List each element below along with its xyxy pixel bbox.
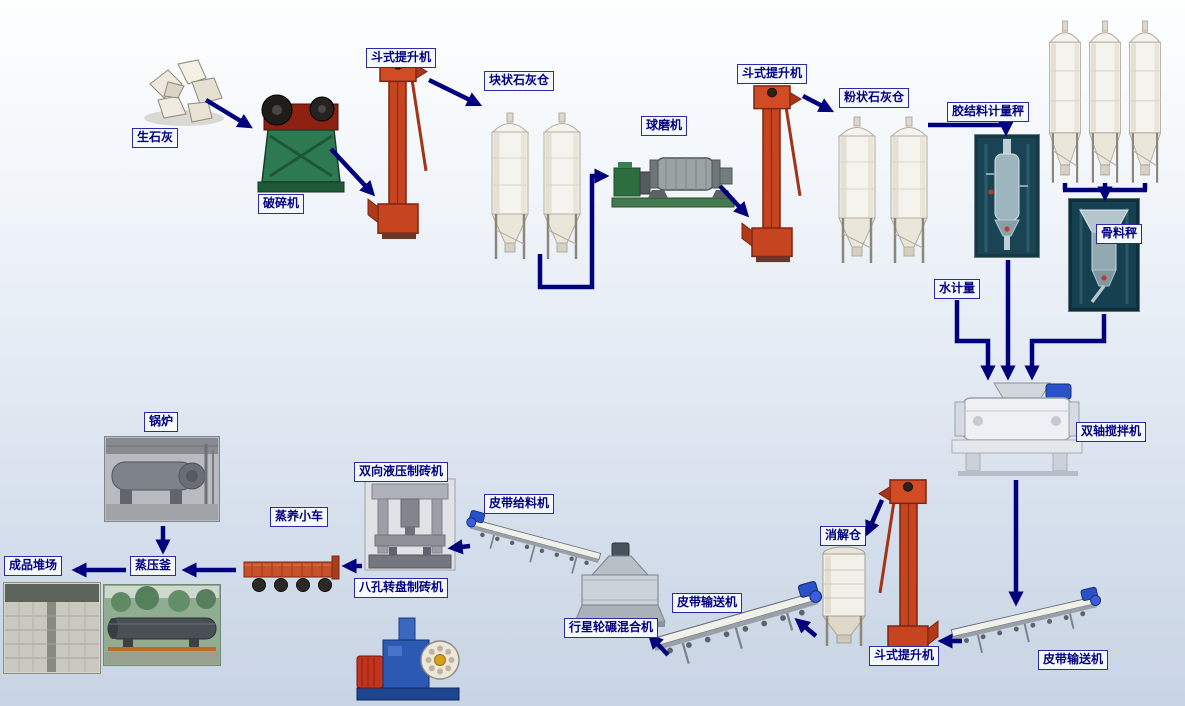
lump-lime-silos-graphic — [486, 112, 586, 264]
jaw-crusher-graphic — [257, 90, 345, 194]
label-belt-feeder: 皮带给料机 — [484, 494, 555, 514]
arrow-elevator1-to-lump-silo — [428, 77, 483, 107]
arrow-elevator2-to-powder-silo — [801, 94, 835, 113]
bucket-elevator-2-graphic — [740, 84, 802, 264]
rotary-brick-machine-graphic — [355, 612, 461, 704]
product-yard-photo-graphic — [3, 582, 101, 674]
label-bucket-elevator-1: 斗式提升机 — [366, 48, 437, 68]
label-bucket-elevator-3: 斗式提升机 — [869, 646, 940, 666]
label-powder-lime-silo: 粉状石灰仓 — [839, 88, 910, 108]
label-water-meter: 水计量 — [934, 279, 981, 299]
hydraulic-brick-machine-graphic — [362, 477, 458, 573]
label-lump-lime-silo: 块状石灰仓 — [484, 71, 555, 91]
arrow-water-to-mixer — [954, 300, 996, 381]
label-planetary-mixer: 行星轮碾混合机 — [564, 618, 659, 638]
arrow-powder-silo-to-binder-scale — [928, 121, 1014, 137]
bucket-elevator-1-graphic — [366, 56, 428, 241]
boiler-photo-graphic — [104, 436, 220, 522]
label-ball-mill: 球磨机 — [641, 116, 688, 136]
label-aggregate-scale: 骨料秤 — [1096, 224, 1143, 244]
label-boiler: 锅炉 — [144, 412, 179, 432]
aggregate-scale-graphic — [1068, 198, 1140, 312]
label-bucket-elevator-2: 斗式提升机 — [737, 64, 808, 84]
ball-mill-graphic — [611, 138, 735, 210]
double-shaft-mixer-graphic — [950, 382, 1085, 478]
planetary-mixer-graphic — [572, 542, 668, 629]
label-steam-cart: 蒸养小车 — [270, 507, 329, 527]
label-belt-conveyor-right: 皮带输送机 — [1038, 650, 1109, 670]
label-belt-conveyor-mid: 皮带输送机 — [672, 593, 743, 613]
label-rotary-brick-machine: 八孔转盘制砖机 — [354, 578, 449, 598]
label-quicklime: 生石灰 — [132, 128, 179, 148]
label-double-shaft-mixer: 双轴搅拌机 — [1076, 422, 1147, 442]
label-crusher: 破碎机 — [258, 194, 305, 214]
digestion-silo-graphic — [814, 542, 874, 650]
binder-scale-graphic — [974, 134, 1040, 258]
label-binder-scale: 胶结料计量秤 — [947, 102, 1030, 122]
label-product-yard: 成品堆场 — [4, 556, 63, 576]
label-digestion-silo: 消解仓 — [820, 526, 867, 546]
powder-lime-silos-graphic — [833, 116, 933, 268]
steam-cart-graphic — [242, 546, 342, 598]
belt-conveyor-right-graphic — [950, 600, 1105, 645]
arrow-aggregate-scale-to-mixer — [1024, 314, 1107, 381]
aggregate-silos-graphic — [1046, 20, 1164, 188]
label-hydraulic-brick-machine: 双向液压制砖机 — [354, 462, 449, 482]
bucket-elevator-3-graphic — [878, 478, 940, 663]
quicklime-rocks-graphic — [138, 52, 230, 130]
label-autoclave: 蒸压釜 — [130, 556, 177, 576]
autoclave-photo-graphic — [103, 584, 221, 666]
